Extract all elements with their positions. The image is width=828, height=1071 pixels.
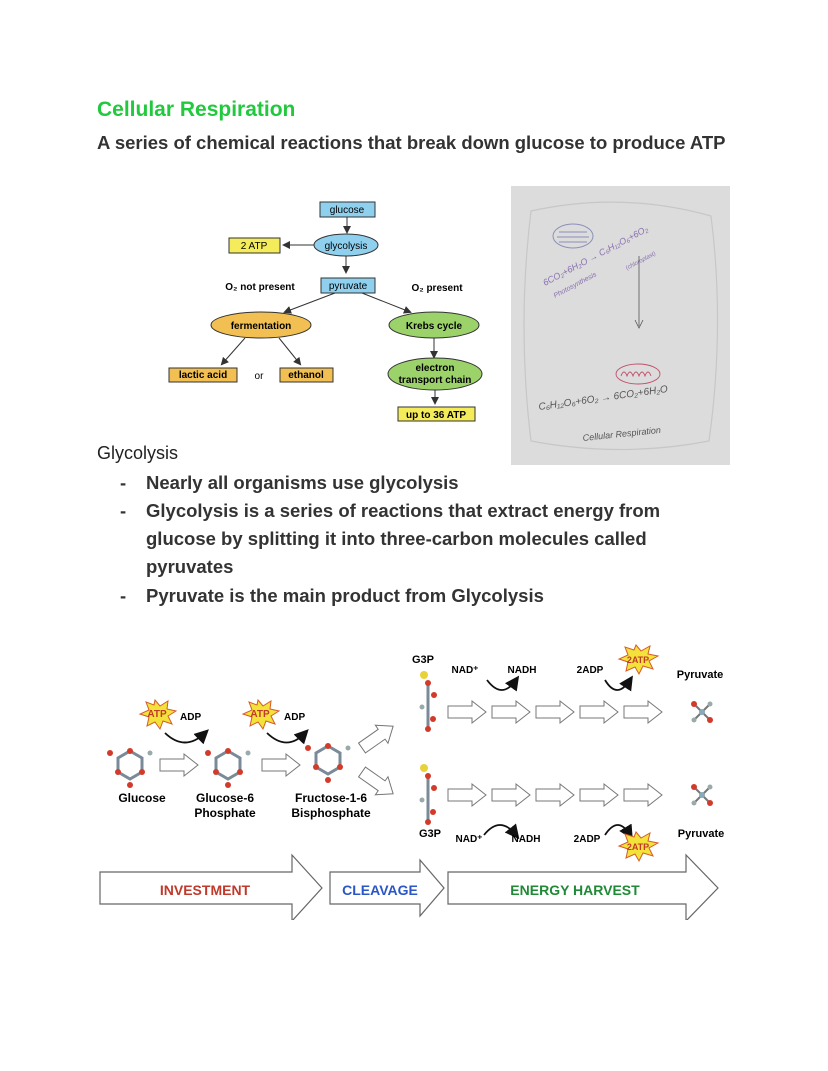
krebs-label: Krebs cycle [406, 321, 463, 332]
2adp-label-bottom: 2ADP [574, 834, 601, 845]
energy-harvest-stage-arrow [447, 853, 719, 920]
up-to-36-atp-box [397, 406, 476, 422]
2atp-burst-top: 2ATP [617, 644, 660, 676]
investment-stage-arrow [99, 853, 323, 920]
adp-label-1: ADP [180, 712, 201, 723]
up-to-36-atp-label: up to 36 ATP [406, 410, 466, 421]
ethanol-box [279, 367, 334, 383]
pyruvate-molecule-top [690, 700, 714, 724]
fermentation-label: fermentation [231, 321, 292, 332]
pyruvate-label: pyruvate [329, 281, 368, 292]
or-label: or [255, 371, 265, 382]
respiration-flowchart: glucose glycolysis 2 ATP pyruvate O₂ not… [168, 201, 483, 422]
o2-not-present-label: O₂ not present [225, 282, 295, 293]
pyruvate-box [320, 277, 376, 294]
energy-harvest-label: ENERGY HARVEST [510, 882, 640, 898]
glycolysis-heading: Glycolysis [97, 443, 179, 463]
g3p-molecule-top [418, 669, 439, 734]
nadh-label-top: NADH [508, 665, 537, 676]
bullet-text: Pyruvate is the main product from Glycol… [146, 585, 544, 606]
2atp-label-bottom: 2ATP [627, 842, 649, 852]
bullet-dash: - [120, 585, 127, 606]
cleavage-stage-arrow [329, 858, 445, 918]
nad-label-top: NAD⁺ [452, 665, 479, 676]
atp-label-2: ATP [250, 709, 270, 720]
g6p-label-line1: Glucose-6 [196, 791, 254, 805]
etc-label-line2: transport chain [399, 375, 472, 386]
bullet-dash: - [120, 472, 127, 493]
bullet-text: Nearly all organisms use glycolysis [146, 472, 459, 493]
chloroplast-sketch [552, 223, 594, 249]
cleavage-label: CLEAVAGE [342, 882, 418, 898]
glucose-molecule [105, 746, 154, 790]
page-subtitle: A series of chemical reactions that brea… [97, 132, 726, 153]
atp-burst-2: ATP [241, 698, 281, 731]
two-atp-label: 2 ATP [241, 241, 268, 252]
atp-burst-1: ATP [138, 698, 178, 731]
f16bp-label-line1: Fructose-1-6 [295, 791, 367, 805]
nad-label-bottom: NAD⁺ [456, 834, 483, 845]
f16bp-label-line2: Bisphosphate [291, 806, 371, 820]
2atp-label-top: 2ATP [627, 655, 649, 665]
pyruvate-label-bottom: Pyruvate [678, 828, 724, 840]
whiteboard-drawing: 6CO₂+6H₂O → C₆H₁₂O₆+6O₂ Photosynthesis (… [511, 186, 730, 465]
fructose-bisphosphate-molecule [303, 741, 352, 785]
adp-label-2: ADP [284, 712, 305, 723]
g6p-label-line2: Phosphate [194, 806, 256, 820]
2atp-burst-bottom: 2ATP [617, 831, 660, 863]
glucose-label: Glucose [118, 791, 166, 805]
2adp-label-top: 2ADP [577, 665, 604, 676]
glycolysis-pathway-diagram: ATP ADP ATP ADP Glucose Glucose-6 Phosph… [99, 644, 724, 920]
glucose-label: glucose [330, 205, 365, 216]
glucose-6-phosphate-molecule [203, 746, 252, 790]
page-title: Cellular Respiration [97, 98, 296, 121]
nadh-label-bottom: NADH [512, 834, 541, 845]
o2-present-label: O₂ present [411, 283, 463, 294]
two-atp-box [228, 237, 281, 254]
pyruvate-molecule-bottom [690, 783, 714, 807]
mitochondrion-sketch [615, 363, 661, 385]
g3p-label-bottom: G3P [419, 828, 441, 840]
investment-label: INVESTMENT [160, 882, 251, 898]
bullet-dash: - [120, 500, 127, 521]
ethanol-label: ethanol [288, 370, 324, 381]
fermentation-oval [210, 311, 312, 339]
g3p-label-top: G3P [412, 654, 434, 666]
etc-label-line1: electron [416, 363, 455, 374]
atp-label-1: ATP [147, 709, 167, 720]
lactic-acid-box [168, 367, 238, 383]
g3p-molecule-bottom [418, 762, 439, 827]
pyruvate-label-top: Pyruvate [677, 669, 723, 681]
bullet-text: Glycolysis is a series of reactions that… [146, 500, 661, 577]
lactic-acid-label: lactic acid [179, 370, 227, 381]
whiteboard-photo: 6CO₂+6H₂O → C₆H₁₂O₆+6O₂ Photosynthesis (… [511, 186, 730, 465]
glycolysis-label: glycolysis [325, 241, 368, 252]
